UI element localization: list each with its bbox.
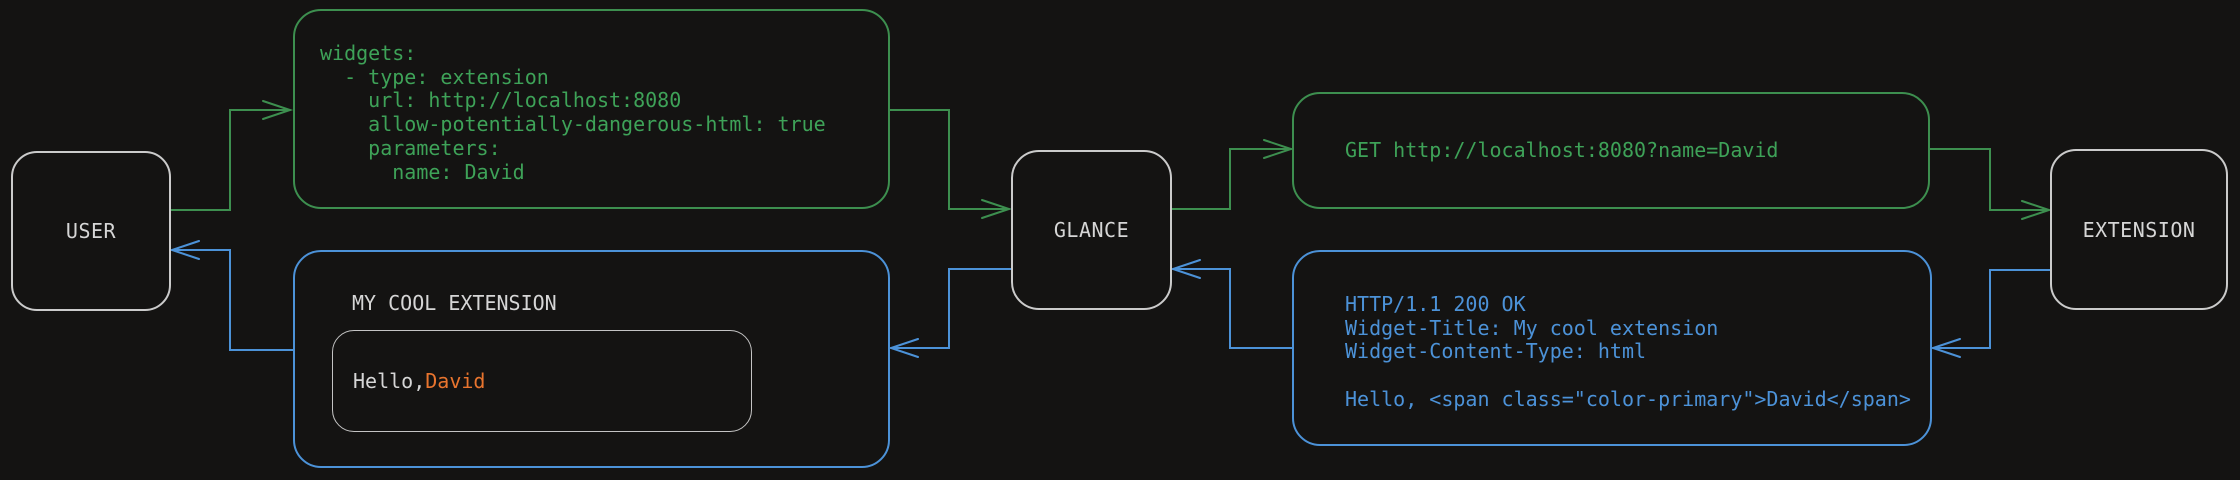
node-glance: GLANCE xyxy=(1011,150,1172,310)
arrow-widget-to-user xyxy=(168,240,294,351)
arrow-user-to-config xyxy=(170,100,294,211)
node-user-label: USER xyxy=(65,219,117,243)
arrow-config-to-glance xyxy=(889,109,1013,219)
arrow-request-to-extension xyxy=(1929,148,2053,220)
node-extension: EXTENSION xyxy=(2050,149,2228,310)
arrow-glance-to-request xyxy=(1171,139,1295,210)
greeting-name: David xyxy=(425,369,486,393)
widget-preview-card: Hello, David xyxy=(332,330,752,432)
request-snippet-code: GET http://localhost:8080?name=David xyxy=(1345,137,1779,162)
arrow-glance-to-widget xyxy=(887,268,1012,358)
request-snippet-box: GET http://localhost:8080?name=David xyxy=(1292,92,1930,209)
arrow-response-to-glance xyxy=(1169,259,1293,349)
widget-preview-box: MY COOL EXTENSION Hello, David xyxy=(293,250,890,468)
node-glance-label: GLANCE xyxy=(1053,218,1130,242)
config-snippet-box: widgets: - type: extension url: http://l… xyxy=(293,9,890,209)
widget-preview-title: MY COOL EXTENSION xyxy=(352,291,557,315)
response-snippet-box: HTTP/1.1 200 OK Widget-Title: My cool ex… xyxy=(1292,250,1932,446)
config-snippet-code: widgets: - type: extension url: http://l… xyxy=(320,41,826,184)
node-user: USER xyxy=(11,151,171,311)
response-snippet-code: HTTP/1.1 200 OK Widget-Title: My cool ex… xyxy=(1345,292,1911,411)
arrow-extension-to-response xyxy=(1929,269,2051,358)
node-extension-label: EXTENSION xyxy=(2082,217,2196,242)
greeting-prefix: Hello, xyxy=(353,369,426,393)
